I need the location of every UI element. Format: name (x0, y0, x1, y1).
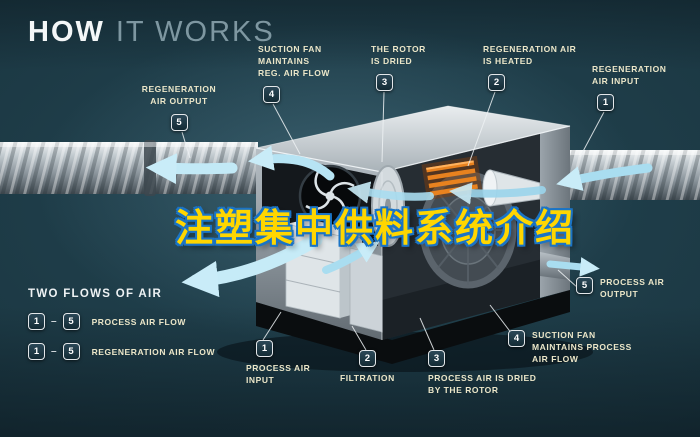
callout-badge: 4 (508, 330, 525, 347)
callout-regen-air-heated: REGENERATION AIR IS HEATED 2 (483, 44, 576, 91)
callout-label: PROCESS AIR OUTPUT (600, 277, 665, 299)
legend-badge-end: 5 (62, 343, 80, 360)
leader-lines (181, 91, 605, 351)
callout-label: PROCESS AIR INPUT (246, 363, 311, 385)
cabinet-internals (382, 126, 570, 340)
callout-regeneration-air-output: REGENERATION AIR OUTPUT 5 (134, 84, 224, 131)
rotor-front-disc (371, 165, 405, 247)
process-output-swoosh-arrow (181, 233, 323, 298)
callout-label: REGENERATION AIR IS HEATED (483, 44, 577, 66)
legend-dash: – (51, 346, 57, 357)
legend-row-regeneration: 1 – 5 REGENERATION AIR FLOW (28, 343, 215, 360)
callout-suction-fan-reg: SUCTION FAN MAINTAINS REG. AIR FLOW 4 (258, 44, 330, 103)
legend-badge-end: 5 (62, 313, 80, 330)
callout-label: PROCESS AIR IS DRIED BY THE ROTOR (428, 373, 537, 395)
legend-label: PROCESS AIR FLOW (91, 316, 186, 327)
legend-badge-start: 1 (28, 343, 45, 360)
page-title: HOW IT WORKS (28, 16, 275, 49)
regen-internal-arrow (449, 182, 546, 205)
callout-process-air-dried: 3 PROCESS AIR IS DRIED BY THE ROTOR (428, 350, 536, 397)
callout-filtration: 2 FILTRATION (340, 350, 395, 385)
callout-badge: 5 (170, 113, 188, 131)
callout-badge: 2 (358, 350, 376, 367)
title-how: HOW (28, 16, 105, 48)
callout-label: THE ROTOR IS DRIED (371, 44, 426, 66)
airflow-arrows (145, 145, 653, 298)
callout-rotor-is-dried: THE ROTOR IS DRIED 3 (371, 44, 426, 91)
title-it-works: IT WORKS (115, 16, 275, 48)
regen-input-arrow (556, 163, 653, 191)
process-side-output-arrow (546, 257, 600, 277)
callout-badge: 3 (428, 350, 445, 367)
legend: TWO FLOWS OF AIR 1 – 5 PROCESS AIR FLOW … (28, 288, 215, 373)
process-input-arrow (322, 241, 380, 274)
chinese-watermark-text: 注塑集中供料系统介绍 (174, 208, 576, 250)
legend-row-process: 1 – 5 PROCESS AIR FLOW (28, 313, 215, 330)
base-plinth (256, 290, 570, 364)
callout-label: SUCTION FAN MAINTAINS PROCESS AIR FLOW (532, 330, 632, 364)
legend-badge-start: 1 (28, 313, 45, 330)
regen-output-arrow (145, 153, 238, 185)
callout-badge: 1 (256, 340, 273, 357)
rotor-to-fan-arrow (347, 181, 434, 204)
callout-label: FILTRATION (340, 373, 395, 383)
callout-label: SUCTION FAN MAINTAINS REG. AIR FLOW (258, 44, 330, 78)
callout-label: REGENERATION AIR OUTPUT (141, 84, 217, 106)
callout-suction-fan-process: 4 SUCTION FAN MAINTAINS PROCESS AIR FLOW (508, 330, 632, 366)
callout-badge: 4 (263, 85, 280, 103)
callout-badge: 2 (488, 73, 505, 91)
fan-to-duct-arrow (248, 145, 335, 181)
callout-badge: 1 (597, 93, 614, 111)
legend-dash: – (51, 316, 57, 327)
callout-process-air-input: 1 PROCESS AIR INPUT (246, 340, 310, 387)
callout-label: REGENERATION AIR INPUT (592, 64, 667, 86)
callout-process-air-output: 5 PROCESS AIR OUTPUT (576, 277, 664, 301)
callout-badge: 5 (576, 277, 593, 294)
legend-label: REGENERATION AIR FLOW (91, 346, 216, 357)
callout-badge: 3 (376, 73, 393, 91)
legend-title: TWO FLOWS OF AIR (28, 288, 163, 300)
callout-regen-air-input: REGENERATION AIR INPUT 1 (592, 64, 666, 111)
